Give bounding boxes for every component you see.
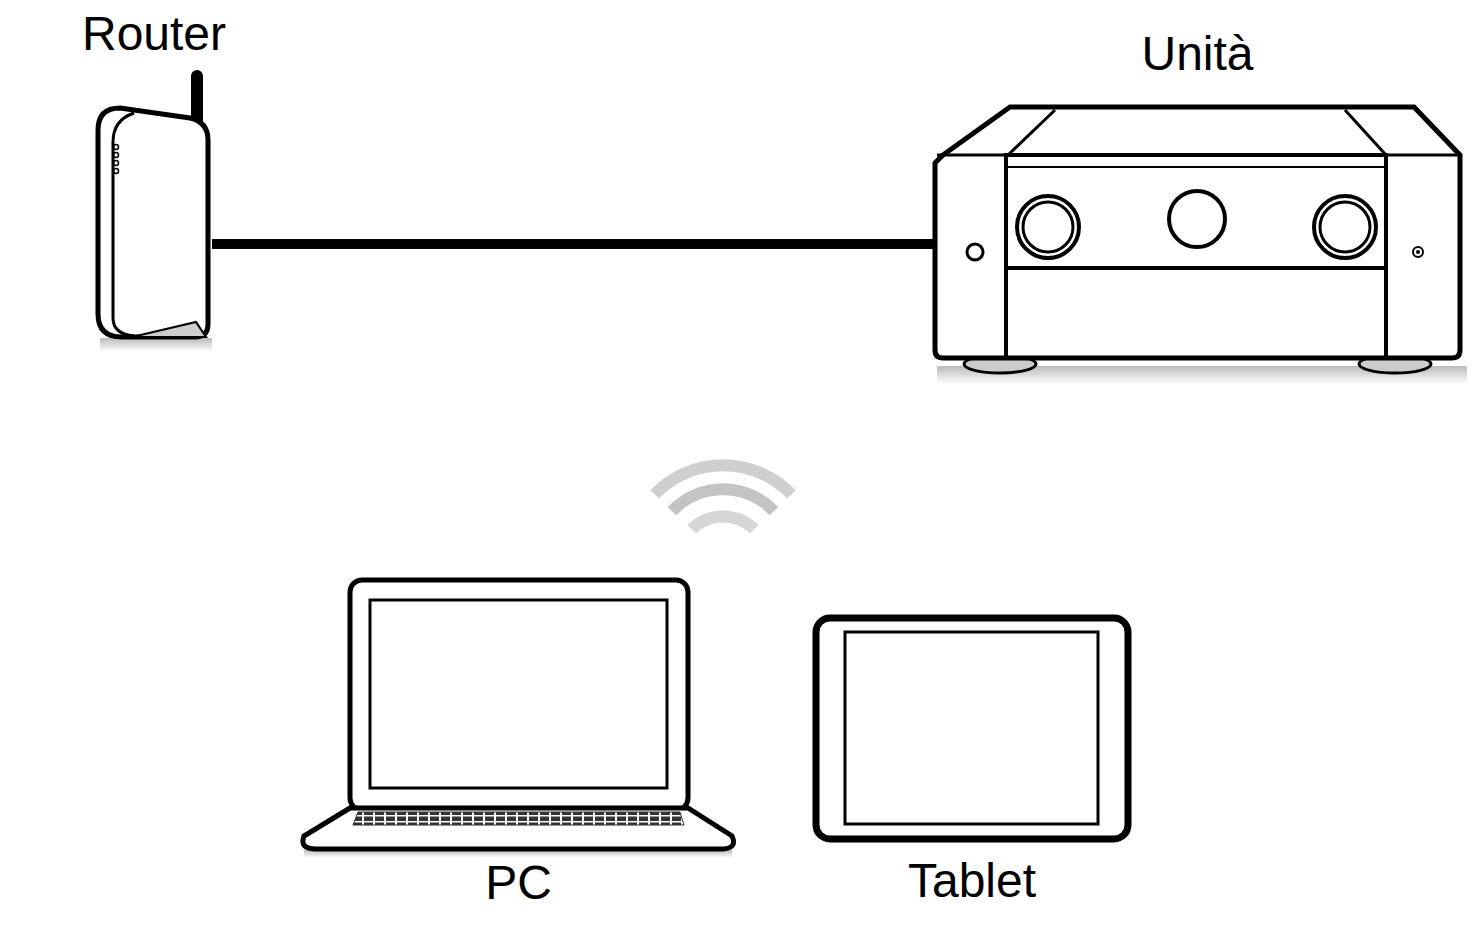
unit-edge xyxy=(1008,166,1384,168)
laptop-display xyxy=(370,600,667,788)
unit-knob xyxy=(1023,202,1073,252)
wifi-symbol xyxy=(655,465,792,529)
unit-jack xyxy=(1413,247,1423,257)
unit-knob xyxy=(1320,202,1370,252)
device-label: Tablet xyxy=(908,853,1036,908)
router-shadow xyxy=(100,338,212,352)
wifi-arc xyxy=(672,489,774,511)
tablet-illustration xyxy=(816,618,1128,839)
unit-knob xyxy=(1017,196,1079,258)
unit-edge xyxy=(1006,266,1386,270)
unit-jack xyxy=(1416,250,1420,254)
wifi-arc xyxy=(692,516,755,529)
unit-front-panel xyxy=(1006,155,1386,358)
router-stand xyxy=(132,322,206,337)
device-label: PC xyxy=(485,855,552,910)
tablet-node: Tablet xyxy=(813,614,1131,908)
router-edge xyxy=(113,113,134,336)
router-led xyxy=(114,169,119,174)
device-label: Unità xyxy=(1141,26,1253,81)
tablet-body xyxy=(816,618,1128,839)
router-illustration xyxy=(98,70,212,352)
laptop-screen xyxy=(350,580,688,810)
router-led xyxy=(114,153,119,158)
network-cable xyxy=(212,239,933,249)
unit-knob xyxy=(1169,191,1225,247)
router-body xyxy=(98,108,208,337)
laptop-keyboard xyxy=(353,812,684,825)
device-label: Router xyxy=(82,6,226,61)
unit-knob xyxy=(1314,196,1376,258)
tablet-display xyxy=(845,632,1098,824)
unit-illustration xyxy=(935,107,1467,384)
router-node: Router xyxy=(96,6,212,348)
unit-edge xyxy=(1345,110,1386,155)
laptop-base xyxy=(303,808,734,849)
unit-body xyxy=(935,107,1460,358)
router-led xyxy=(114,145,119,150)
laptop-illustration xyxy=(303,580,734,858)
unit-edge xyxy=(1008,110,1055,155)
pc-node: PC xyxy=(300,578,737,910)
router-led xyxy=(114,161,119,166)
unit-node: Unità xyxy=(933,26,1462,378)
unit-jack xyxy=(967,244,983,260)
